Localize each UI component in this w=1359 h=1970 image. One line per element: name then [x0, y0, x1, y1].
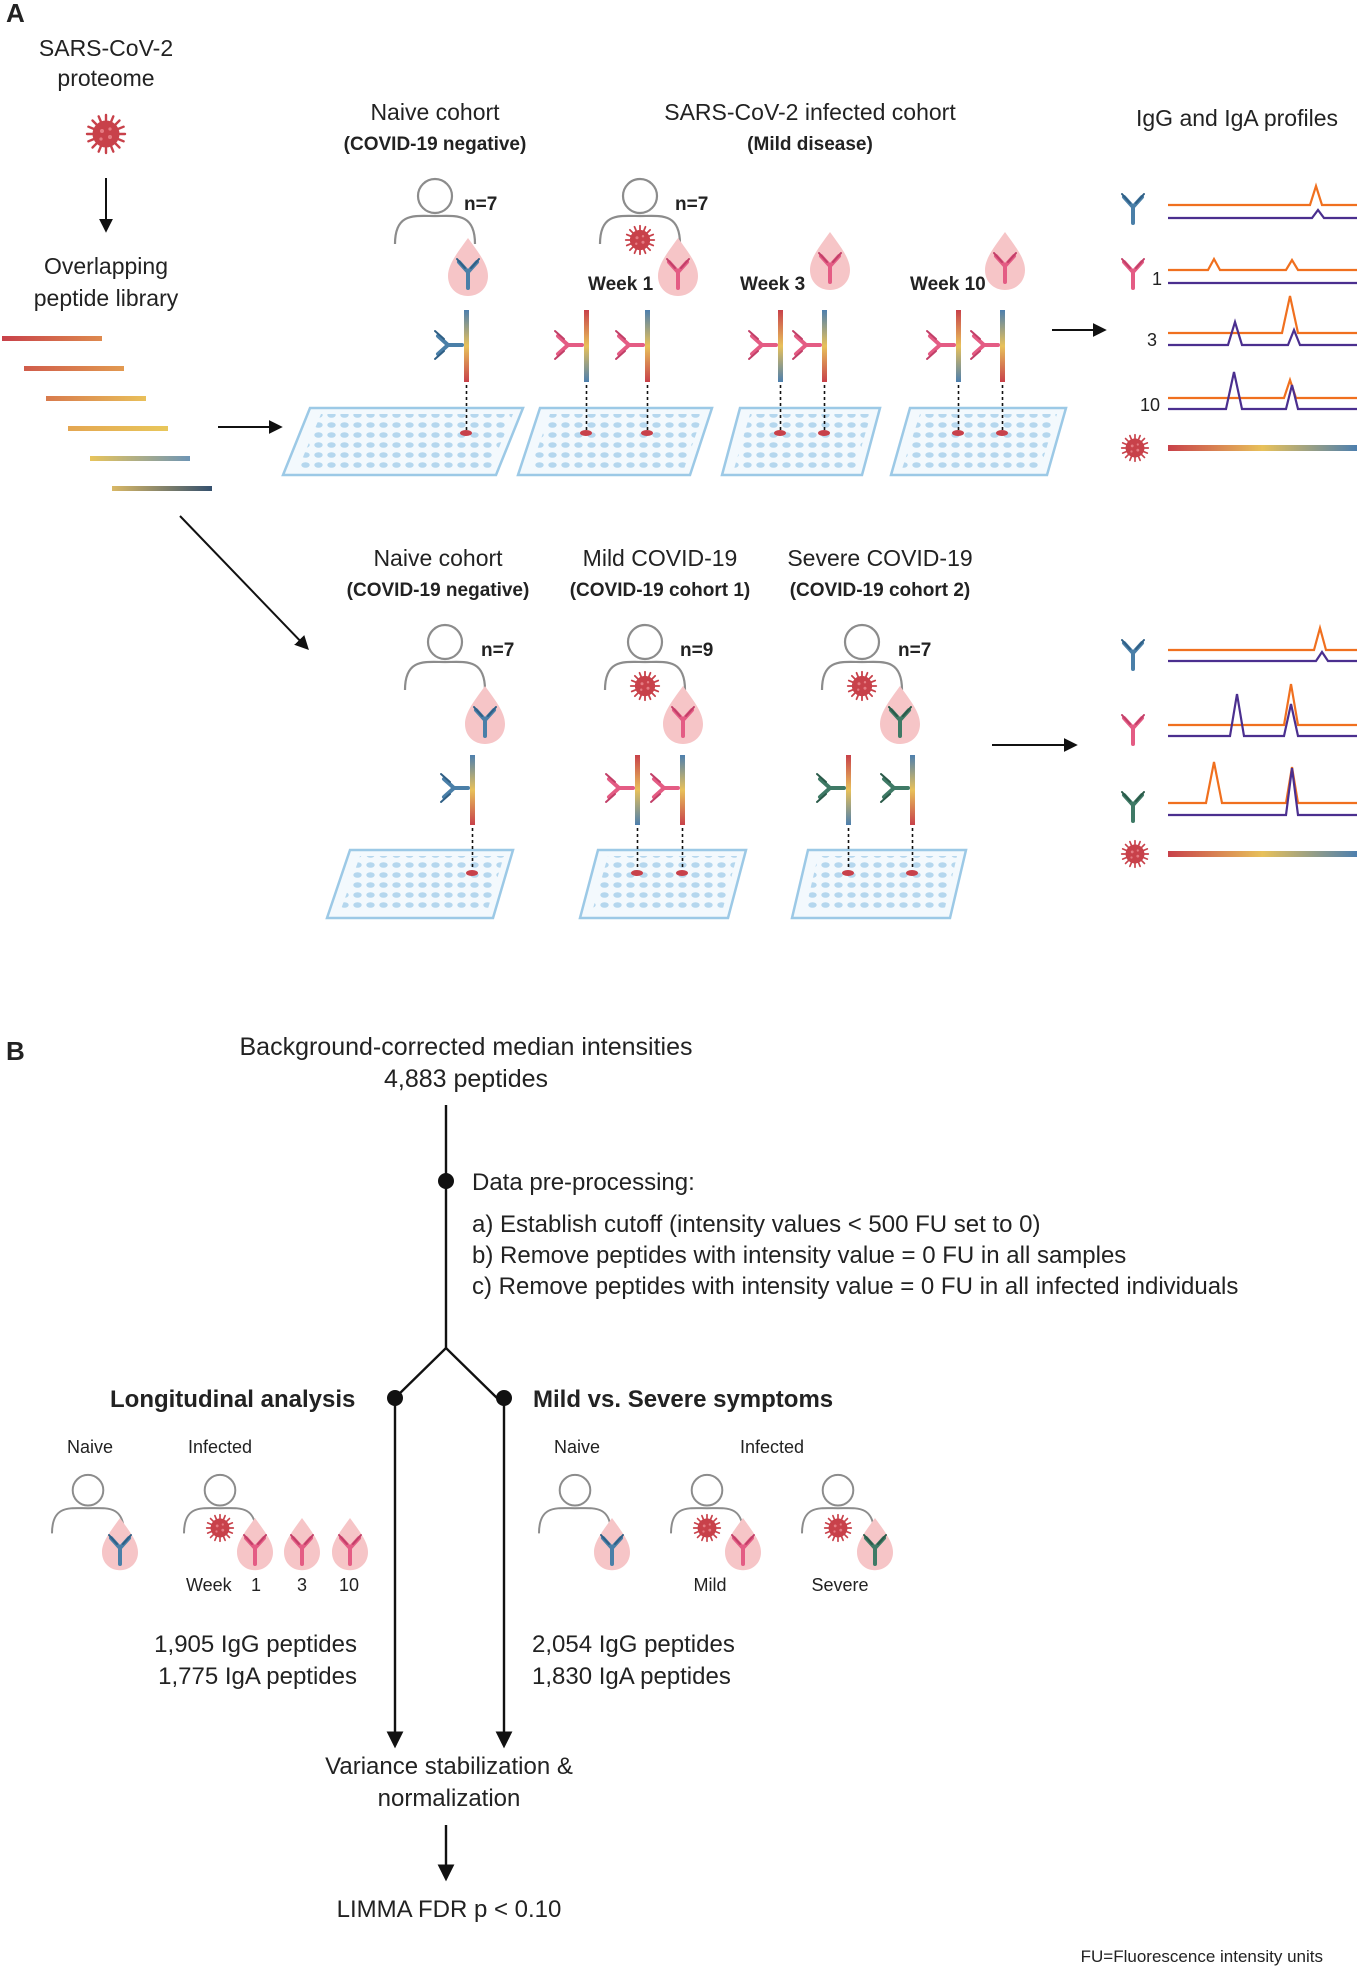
left-infected-virus-icon [205, 1513, 235, 1543]
profile-label-week10: 10 [1140, 395, 1160, 415]
left-naive-person-icon [51, 1473, 125, 1535]
proteome-virus-icon [85, 113, 127, 155]
top-naive-sub: (COVID-19 negative) [344, 134, 527, 155]
bottom-severe-title: Severe COVID-19 [787, 545, 972, 571]
right-severe-virus-icon [823, 1513, 853, 1543]
library-to-bottom-arrow [179, 515, 309, 651]
left-week-3: 3 [297, 1575, 307, 1595]
bottom-severe-virus-icon [846, 670, 878, 702]
input-line-1: Background-corrected median intensities [239, 1033, 692, 1061]
top-peptide-probes [433, 310, 1008, 436]
bottom-mild-n: n=9 [680, 640, 713, 661]
left-week-label: Week [186, 1575, 233, 1595]
preprocess-step-c: c) Remove peptides with intensity value … [472, 1273, 1238, 1300]
week10-label: Week 10 [910, 274, 986, 295]
top-naive-title: Naive cohort [370, 99, 500, 125]
bottom-profiles [1120, 623, 1357, 869]
left-week-1: 1 [251, 1575, 261, 1595]
top-plates [281, 406, 1068, 477]
week1-label: Week 1 [588, 274, 654, 295]
right-mild-label: Mild [693, 1575, 726, 1595]
limma-result: LIMMA FDR p < 0.10 [337, 1896, 562, 1923]
bottom-plates [325, 848, 968, 920]
left-naive-label: Naive [67, 1437, 113, 1457]
preprocess-title: Data pre-processing: [472, 1169, 695, 1196]
bottom-mild-title: Mild COVID-19 [583, 545, 738, 571]
left-infected-label: Infected [188, 1437, 252, 1457]
bottom-mild-sub: (COVID-19 cohort 1) [570, 580, 751, 601]
preprocess-node [438, 1173, 454, 1189]
library-label-1: Overlapping [44, 253, 168, 279]
bottom-naive-sub: (COVID-19 negative) [347, 580, 530, 601]
left-count-igg: 1,905 IgG peptides [154, 1631, 357, 1658]
right-branch-node [496, 1390, 512, 1406]
right-mild-virus-icon [692, 1513, 722, 1543]
right-severe-label: Severe [811, 1575, 868, 1595]
proteome-label-2: proteome [57, 65, 154, 91]
top-infected-virus-icon [624, 224, 656, 256]
preprocess-step-a: a) Establish cutoff (intensity values < … [472, 1211, 1041, 1238]
bottom-mild-virus-icon [629, 670, 661, 702]
left-week-10: 10 [339, 1575, 359, 1595]
peptide-library [2, 336, 212, 491]
profile-label-week1: 1 [1152, 269, 1162, 289]
profiles-title: IgG and IgA profiles [1136, 105, 1338, 131]
preprocess-step-b: b) Remove peptides with intensity value … [472, 1242, 1126, 1269]
footnote: FU=Fluorescence intensity units [1081, 1947, 1323, 1966]
top-infected-n: n=7 [675, 194, 708, 215]
panel-b-label: B [6, 1036, 25, 1066]
library-label-2: peptide library [34, 285, 179, 311]
top-naive-n: n=7 [464, 194, 497, 215]
top-infected-title: SARS-CoV-2 infected cohort [664, 99, 956, 125]
right-infected-label: Infected [740, 1437, 804, 1457]
top-infected-sub: (Mild disease) [747, 134, 873, 155]
top-profiles [1120, 182, 1357, 463]
right-naive-person-icon [538, 1473, 612, 1535]
top-naive-person-icon [393, 177, 477, 246]
left-branch-title: Longitudinal analysis [110, 1386, 355, 1413]
panel-a-label: A [6, 0, 25, 28]
bottom-severe-sub: (COVID-19 cohort 2) [790, 580, 971, 601]
bottom-severe-n: n=7 [898, 640, 931, 661]
left-count-iga: 1,775 IgA peptides [158, 1663, 357, 1690]
input-line-2: 4,883 peptides [384, 1065, 548, 1093]
right-branch-title: Mild vs. Severe symptoms [533, 1386, 833, 1413]
right-naive-label: Naive [554, 1437, 600, 1457]
bottom-naive-person-icon [403, 623, 487, 692]
bottom-naive-n: n=7 [481, 640, 514, 661]
profile-label-week3: 3 [1147, 330, 1157, 350]
bottom-peptide-probes [439, 755, 918, 876]
proteome-label-1: SARS-CoV-2 [39, 35, 173, 61]
left-branch-node [387, 1390, 403, 1406]
merge-line-2: normalization [378, 1785, 521, 1812]
right-count-iga: 1,830 IgA peptides [532, 1663, 731, 1690]
flow-trunk [394, 1105, 498, 1399]
merge-line-1: Variance stabilization & [325, 1753, 573, 1780]
week3-label: Week 3 [740, 274, 805, 295]
right-count-igg: 2,054 IgG peptides [532, 1631, 735, 1658]
bottom-naive-title: Naive cohort [373, 545, 503, 571]
